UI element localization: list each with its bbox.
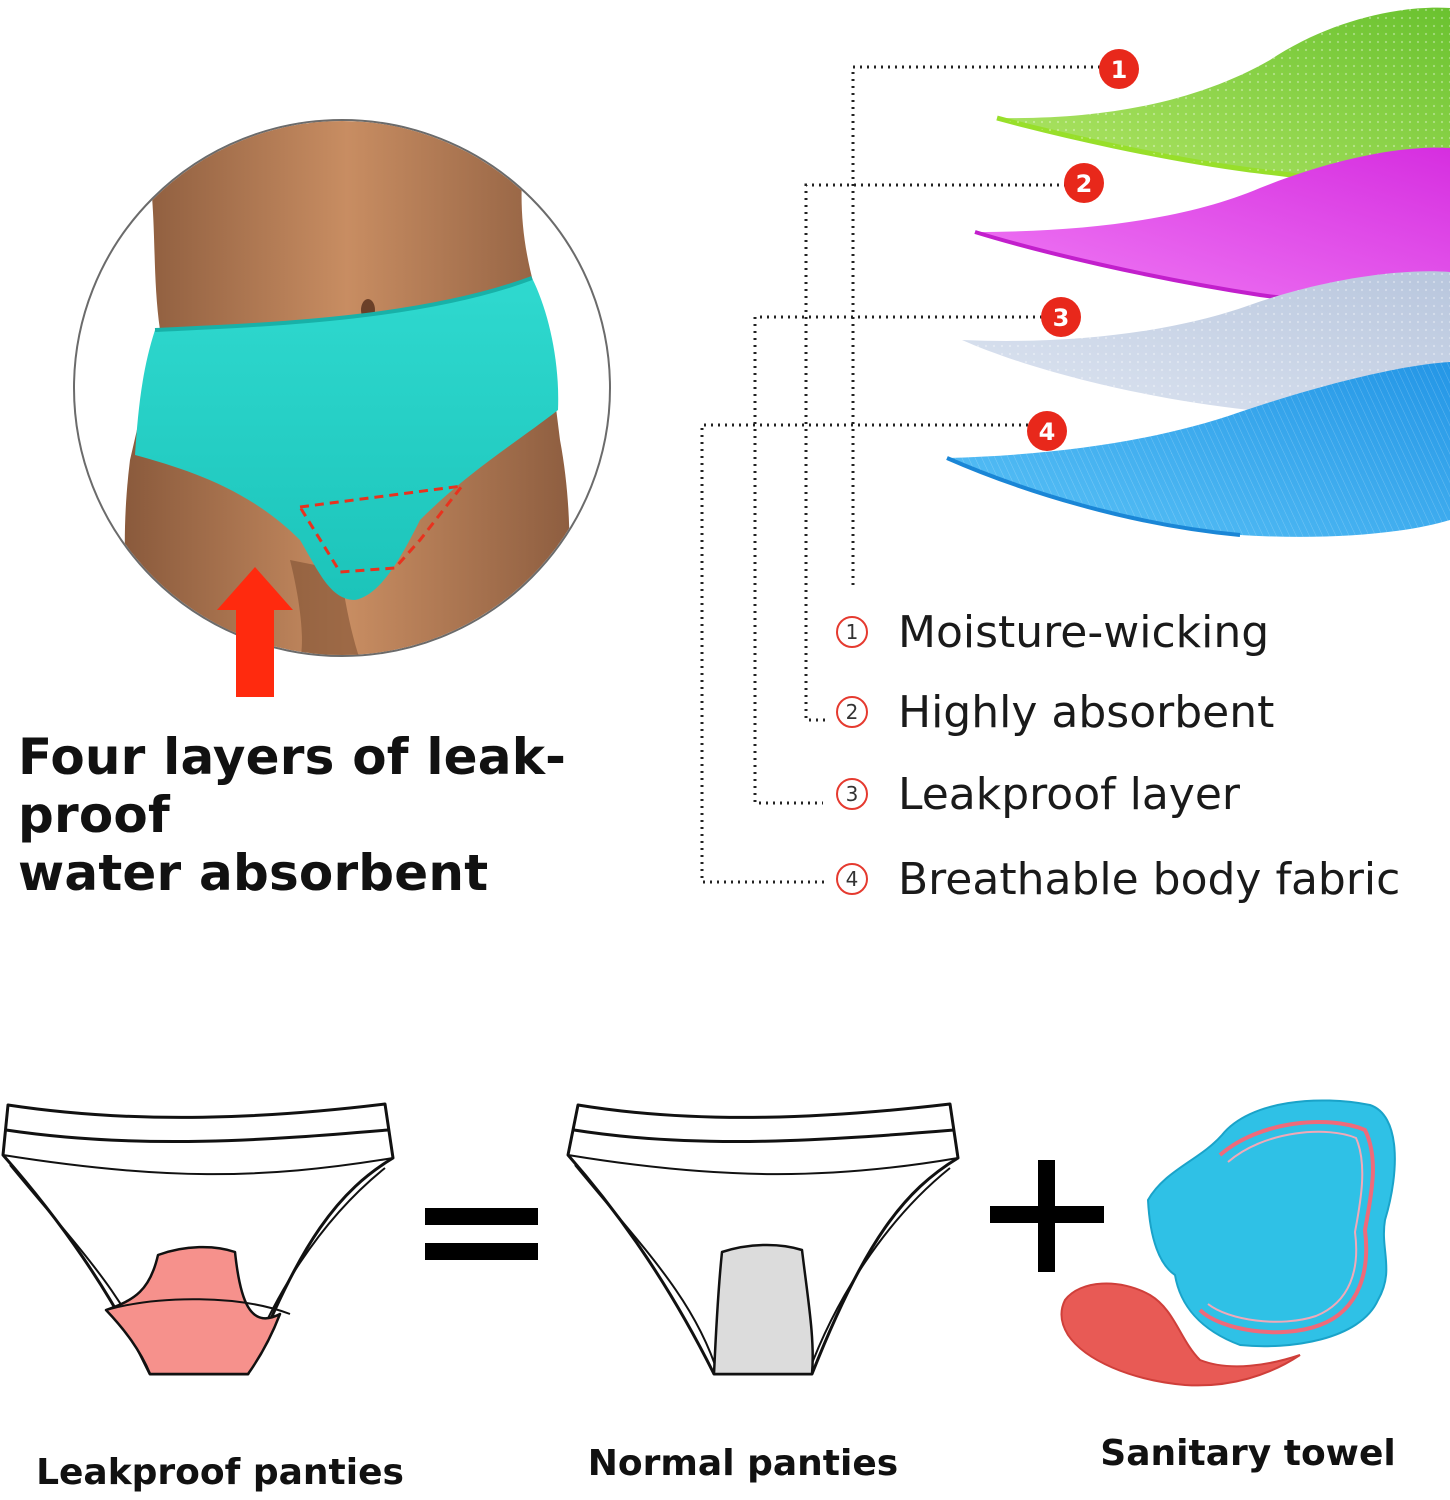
caption-sanitary-towel: Sanitary towel — [1100, 1433, 1396, 1474]
legend-item-2: 2 Highly absorbent — [836, 686, 1274, 738]
headline: Four layers of leak-proof water absorben… — [18, 728, 698, 902]
badge-1-number: 1 — [1111, 56, 1128, 84]
equals-icon — [425, 1208, 538, 1260]
caption-normal-panties: Normal panties — [587, 1443, 899, 1484]
legend-number-3: 3 — [836, 778, 868, 810]
badge-3-number: 3 — [1053, 304, 1070, 332]
badge-2-number: 2 — [1076, 170, 1093, 198]
normal-panties-icon — [566, 1102, 960, 1376]
headline-line-1: Four layers of leak-proof — [18, 728, 567, 844]
sanitary-towel-icon — [1060, 1099, 1396, 1387]
legend-number-4: 4 — [836, 863, 868, 895]
arrow-up-icon — [217, 567, 293, 697]
legend-item-4: 4 Breathable body fabric — [836, 853, 1400, 905]
connector-lines — [700, 65, 1100, 884]
plus-icon — [990, 1160, 1104, 1272]
legend-label-2: Highly absorbent — [898, 686, 1275, 738]
badge-4-icon: 4 — [1027, 411, 1067, 451]
legend-item-1: 1 Moisture-wicking — [836, 606, 1269, 658]
leakproof-panties-icon — [1, 1102, 395, 1376]
legend-number-2: 2 — [836, 696, 868, 728]
badge-2-icon: 2 — [1064, 163, 1104, 203]
layer-breathable — [946, 362, 1450, 537]
legend-number-1: 1 — [836, 616, 868, 648]
headline-line-2: water absorbent — [18, 844, 489, 902]
legend-label-4: Breathable body fabric — [898, 853, 1401, 905]
caption-leakproof-panties: Leakproof panties — [36, 1452, 404, 1493]
layer-moisture-wicking — [996, 7, 1450, 193]
badge-1-icon: 1 — [1099, 49, 1139, 89]
badge-3-icon: 3 — [1041, 297, 1081, 337]
legend-item-3: 3 Leakproof layer — [836, 768, 1240, 820]
badge-4-number: 4 — [1039, 418, 1056, 446]
layer-leakproof — [962, 271, 1450, 415]
legend-label-3: Leakproof layer — [898, 768, 1241, 820]
legend-label-1: Moisture-wicking — [898, 606, 1270, 658]
